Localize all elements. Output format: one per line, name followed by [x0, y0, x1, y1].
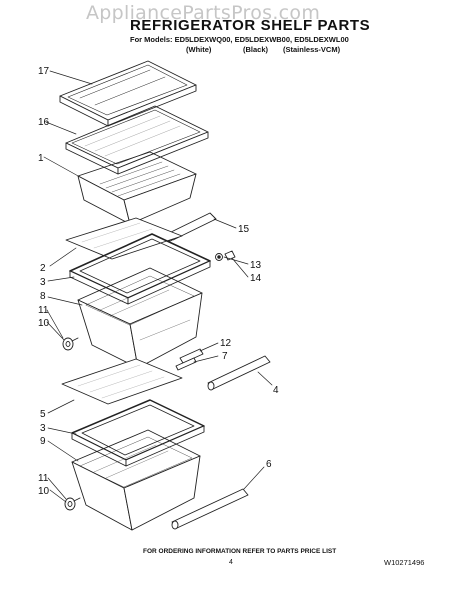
- cover-frame-3-upper: [69, 233, 211, 305]
- roller-11-10-upper: [62, 337, 79, 351]
- leader-lines: [43, 70, 273, 503]
- glass-shelf-16: [65, 105, 209, 175]
- rail-4: [207, 355, 271, 391]
- callout-10-upper: 10: [38, 318, 50, 329]
- glass-panel-2: [65, 217, 183, 260]
- document-number: W10271496: [384, 558, 425, 567]
- callout-11-upper: 11: [38, 305, 49, 316]
- drawer-8: [77, 267, 203, 369]
- pan-1: [77, 151, 197, 225]
- models-line: For Models: ED5LDEXWQ00, ED5LDEXWB00, ED…: [130, 35, 349, 44]
- variant-stainless: (Stainless-VCM): [283, 45, 341, 54]
- callout-9: 9: [40, 436, 46, 447]
- glass-panel-5: [61, 358, 183, 405]
- callout-15: 15: [238, 224, 250, 235]
- callout-3-lower: 3: [40, 423, 46, 434]
- callout-13: 13: [250, 260, 262, 271]
- rail-6: [171, 488, 249, 530]
- callout-10-lower: 10: [38, 486, 50, 497]
- watermark: AppliancePartsPros.com: [86, 2, 321, 24]
- page-number: 4: [229, 559, 233, 566]
- callouts: 17 16 1 15 2 13 3 14 8 11 10 12 7 4 5 3 …: [38, 66, 279, 497]
- fasteners-13-14: [215, 250, 236, 261]
- callout-17: 17: [38, 66, 50, 77]
- callout-3-upper: 3: [40, 277, 46, 288]
- shelf-frame-17: [59, 60, 197, 127]
- variant-white: (White): [186, 45, 212, 54]
- drawer-9: [71, 429, 201, 531]
- ordering-note: FOR ORDERING INFORMATION REFER TO PARTS …: [143, 548, 337, 555]
- callout-2: 2: [40, 263, 46, 274]
- callout-8: 8: [40, 291, 46, 302]
- callout-11-lower: 11: [38, 473, 49, 484]
- callout-4: 4: [273, 385, 279, 396]
- callout-1: 1: [38, 153, 44, 164]
- callout-7: 7: [222, 351, 228, 362]
- variant-black: (Black): [243, 45, 269, 54]
- page-title: REFRIGERATOR SHELF PARTS: [130, 17, 371, 34]
- callout-5: 5: [40, 409, 46, 420]
- callout-12: 12: [220, 338, 232, 349]
- callout-14: 14: [250, 273, 262, 284]
- callout-16: 16: [38, 117, 50, 128]
- roller-11-10-lower: [64, 497, 81, 511]
- guide-12-7: [175, 348, 204, 371]
- cover-frame-3-lower: [71, 399, 205, 467]
- callout-6: 6: [266, 459, 272, 470]
